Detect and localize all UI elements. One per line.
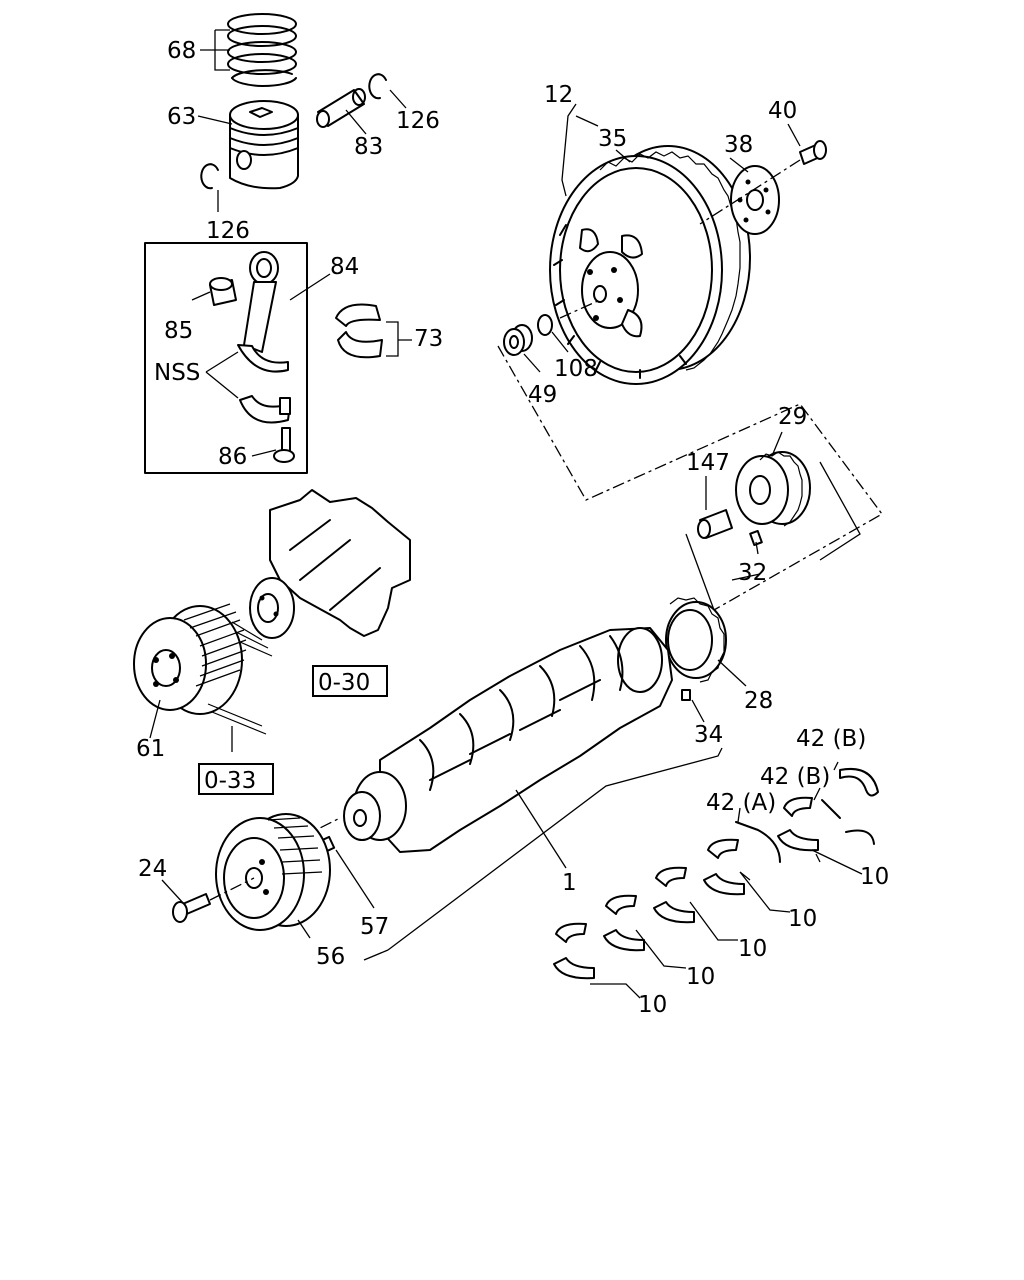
conrod-bearings [335,303,383,359]
ref-0-33-label: 0-33 [204,768,256,794]
callout-126-upper: 126 [396,108,440,134]
callout-12: 12 [544,82,573,108]
water-pump [249,489,411,639]
callout-labels: 68 63 83 126 126 84 85 73 NSS 86 12 35 3… [136,38,889,1018]
thrust-washer-a [735,821,781,863]
callout-1: 1 [562,870,577,896]
crankshaft [343,627,673,853]
callout-42a: 42 (A) [706,790,776,816]
timing-gear [735,451,811,527]
callout-10-2: 10 [788,906,817,932]
ref-box-0-30[interactable]: 0-30 [312,665,388,697]
callout-68: 68 [167,38,196,64]
piston [229,100,299,190]
callout-83: 83 [354,134,383,160]
flywheel [549,145,751,385]
ref-box-0-33[interactable]: 0-33 [198,763,274,795]
callout-40: 40 [768,98,797,124]
conrod-bolt [273,427,295,463]
callout-85: 85 [164,318,193,344]
bolt-axis-line [699,159,801,225]
callout-42b-lower: 42 (B) [760,764,830,790]
callout-56: 56 [316,944,345,970]
thrust-washer-b-2 [821,799,875,845]
callout-73: 73 [414,326,443,352]
small-end-bushing [209,277,237,306]
callout-10-3: 10 [738,936,767,962]
crank-key [681,689,691,701]
conrod-cap [239,395,291,424]
fan-pulley [133,603,273,735]
timing-group-bracket [685,533,715,611]
callout-147: 147 [686,450,730,476]
callout-49: 49 [528,382,557,408]
pilot-bearing [503,324,533,356]
callout-10-5: 10 [638,992,667,1018]
crank-gear [665,597,727,683]
callout-10-4: 10 [686,964,715,990]
callout-32: 32 [738,560,767,586]
callout-84: 84 [330,254,359,280]
crank-pulley [215,813,331,931]
pulley-bolt [172,893,211,923]
callout-86: 86 [218,444,247,470]
leader-lines [149,29,863,999]
connecting-rod [237,251,289,373]
gear-bushing [697,509,733,539]
main-bearings [553,796,819,980]
flywheel-group-bracket [497,345,883,611]
snap-ring-upper [368,73,387,100]
pilot-ring [537,314,553,336]
callout-34: 34 [694,722,723,748]
snap-ring-lower [200,163,219,190]
piston-rings [227,13,297,88]
flywheel-bolt [799,140,827,165]
pilot-axis-line [559,299,601,319]
callout-35: 35 [598,126,627,152]
callout-57: 57 [360,914,389,940]
piston-pin [316,88,366,128]
callout-38: 38 [724,132,753,158]
conrod-assembly-box [144,242,308,474]
callout-nss: NSS [154,360,200,386]
callout-126-lower: 126 [206,218,250,244]
callout-63: 63 [167,104,196,130]
pulley-axis-line [209,877,255,901]
callout-61: 61 [136,736,165,762]
callout-42b-upper: 42 (B) [796,726,866,752]
gear-key [749,529,763,547]
callout-10-1: 10 [860,864,889,890]
callout-28: 28 [744,688,773,714]
callout-108: 108 [554,356,598,382]
callout-29: 29 [778,404,807,430]
callout-24: 24 [138,856,167,882]
ref-0-30-label: 0-30 [318,670,370,696]
thrust-washer-b-1 [839,768,879,797]
ring-gear-teeth [599,151,741,371]
